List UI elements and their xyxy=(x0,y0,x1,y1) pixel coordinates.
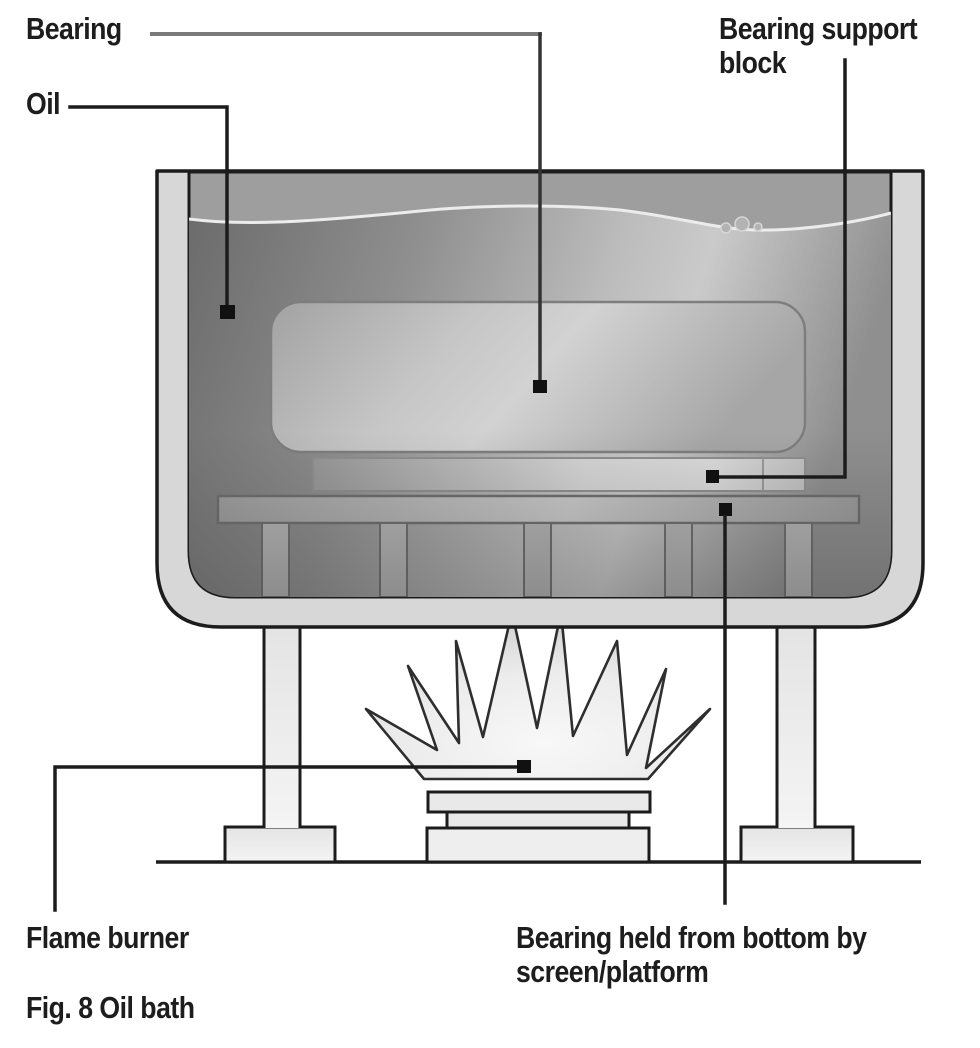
oil-bubble xyxy=(734,216,750,232)
flame-burner-label: Flame burner xyxy=(26,920,189,955)
oil-bottom-shade xyxy=(189,430,891,597)
tank-foot-right xyxy=(739,825,855,864)
support-block-leader-dot xyxy=(706,470,719,483)
oil-label: Oil xyxy=(26,86,61,121)
bearing-shape xyxy=(269,300,807,454)
flame-burner-leader xyxy=(53,765,521,912)
oil-leader xyxy=(68,105,229,309)
figure-caption: Fig. 8 Oil bath xyxy=(26,990,195,1025)
leader-lines xyxy=(53,32,847,912)
burner-mid-plate xyxy=(445,810,631,830)
flame-burner-leader-dot xyxy=(517,760,531,773)
tank-leg-left xyxy=(264,626,300,828)
bearing-support-block-label: Bearing support block xyxy=(719,11,918,80)
tank-leg-right xyxy=(777,626,815,828)
bearing-label: Bearing xyxy=(26,11,122,46)
bearing-leader-dot xyxy=(533,380,547,393)
oil-bubble xyxy=(720,222,732,234)
oil-bubble xyxy=(753,222,763,232)
oil-leader-dot xyxy=(220,305,235,319)
tank-foot-left xyxy=(223,825,337,864)
burner-base-plate xyxy=(425,826,651,864)
support-block-leader xyxy=(716,58,847,479)
bearing-held-label: Bearing held from bottom by screen/platf… xyxy=(516,920,867,989)
oil-surface-wave xyxy=(189,204,891,232)
platform-leader-dot xyxy=(719,503,732,516)
burner-top-plate xyxy=(426,790,652,814)
flame-shape xyxy=(364,610,712,781)
